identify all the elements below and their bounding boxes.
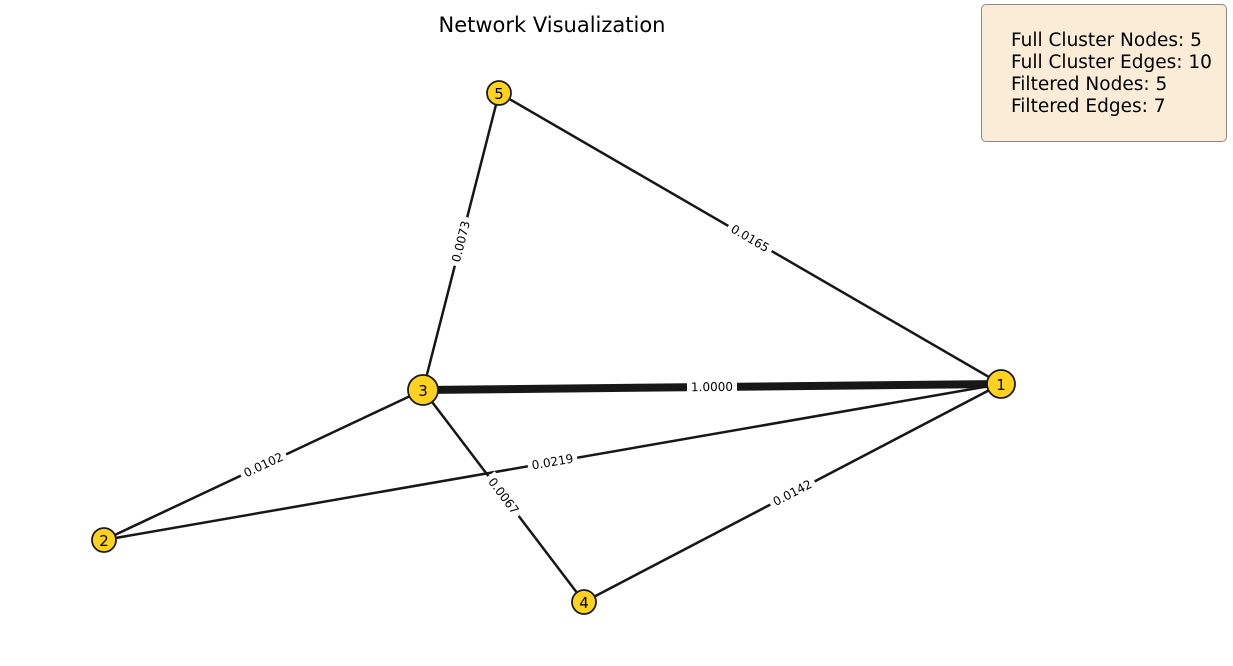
edge-label-background: [482, 471, 525, 521]
stat-filtered-nodes: Filtered Nodes: 5: [1011, 74, 1168, 95]
edge-label-background: [766, 474, 819, 512]
edge-label-3-4: 0.0067: [482, 471, 525, 521]
node-1: 1: [986, 369, 1016, 399]
node-label: 5: [494, 85, 504, 103]
edge-weight-text: 0.0067: [485, 475, 522, 517]
node-5: 5: [486, 80, 512, 106]
edge-label-background: [526, 449, 579, 475]
edge-label-background: [686, 378, 738, 396]
edges-layer: [103, 91, 1002, 604]
stat-filtered-edges: Filtered Edges: 7: [1011, 96, 1166, 117]
node-label: 2: [99, 532, 109, 550]
node-circle: [91, 527, 117, 553]
edge-label-5-3: 0.0073: [447, 215, 475, 268]
node-circle: [486, 80, 512, 106]
edge-label-3-1: 1.0000: [686, 378, 738, 396]
edge-weight-text: 1.0000: [691, 380, 733, 394]
nodes-layer: 1 2 3 4 5: [91, 80, 1016, 615]
node-label: 1: [996, 376, 1006, 394]
stat-full-cluster-edges: Full Cluster Edges: 10: [1011, 52, 1212, 73]
stat-full-cluster-nodes: Full Cluster Nodes: 5: [1011, 30, 1202, 51]
chart-title: Network Visualization: [438, 13, 665, 37]
edge-label-5-1: 0.0165: [724, 219, 776, 258]
edge-label-background: [724, 219, 776, 258]
edge-label-2-1: 0.0219: [526, 449, 579, 475]
edge-weight-text: 0.0073: [449, 219, 473, 263]
node-label: 4: [579, 594, 589, 612]
edge-label-background: [447, 215, 475, 268]
node-circle: [407, 374, 439, 406]
stats-legend-box: Full Cluster Nodes: 5 Full Cluster Edges…: [981, 4, 1227, 142]
node-2: 2: [91, 527, 117, 553]
edge-weight-text: 0.0102: [242, 450, 286, 481]
node-circle: [986, 369, 1016, 399]
edge-label-4-1: 0.0142: [766, 474, 819, 512]
edge-label-background: [237, 447, 290, 483]
edge-label-3-2: 0.0102: [237, 447, 290, 483]
node-label: 3: [418, 382, 428, 400]
node-3: 3: [407, 374, 439, 406]
node-4: 4: [571, 589, 597, 615]
node-circle: [571, 589, 597, 615]
